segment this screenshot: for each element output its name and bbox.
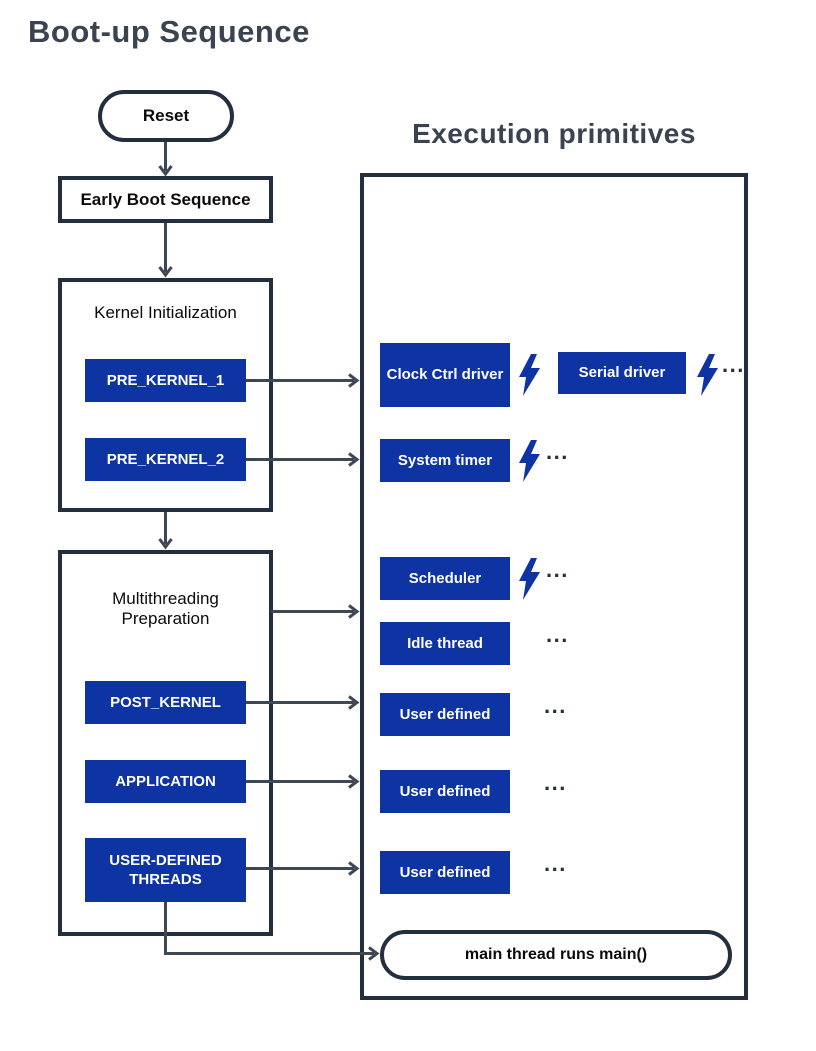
reset-label: Reset [142, 106, 190, 125]
ellipsis-row2: ... [546, 439, 569, 464]
multithreading-label-line1: Multithreading [112, 589, 219, 608]
primitive-idle-thread: Idle thread [380, 622, 510, 665]
early-boot-node: Early Boot Sequence [58, 176, 273, 223]
primitive-user-defined-1: User defined [380, 693, 510, 736]
reset-node: Reset [98, 90, 234, 142]
arrow-reset-to-early-boot [158, 142, 173, 177]
stage-user-defined-threads: USER-DEFINED THREADS [85, 838, 246, 902]
ellipsis-row5: ... [544, 693, 567, 718]
stage-application: APPLICATION [85, 760, 246, 803]
primitive-user-defined-2: User defined [380, 770, 510, 813]
multithreading-label-line2: Preparation [121, 609, 210, 629]
stage-post-kernel: POST_KERNEL [85, 681, 246, 724]
primitive-serial-driver: Serial driver [558, 352, 686, 394]
ellipsis-row3: ... [546, 557, 569, 582]
lightning-bolt-icon [519, 440, 540, 482]
early-boot-label: Early Boot Sequence [80, 189, 251, 209]
ellipsis-row7: ... [544, 851, 567, 876]
arrow-multithreading-to-scheduler [271, 604, 360, 619]
kernel-initialization-label: Kernel Initialization [94, 303, 237, 322]
lightning-bolt-icon [519, 354, 540, 396]
stage-pre-kernel-1: PRE_KERNEL_1 [85, 359, 246, 402]
main-thread-node: main thread runs main() [380, 930, 732, 980]
lightning-bolt-icon [519, 558, 540, 600]
execution-primitives-title: Execution primitives [412, 118, 696, 149]
primitive-clock-ctrl-driver: Clock Ctrl driver [380, 343, 510, 407]
ellipsis-row1: ... [722, 352, 745, 377]
multithreading-preparation-label: Multithreading Preparation [58, 589, 273, 629]
arrow-early-boot-to-kernel [158, 223, 173, 278]
arrow-kernel-to-multithreading [158, 512, 173, 550]
stage-pre-kernel-2: PRE_KERNEL_2 [85, 438, 246, 481]
ellipsis-row6: ... [544, 770, 567, 795]
primitive-system-timer: System timer [380, 439, 510, 482]
primitive-scheduler: Scheduler [380, 557, 510, 600]
main-thread-label: main thread runs main() [464, 946, 648, 963]
page-title: Boot-up Sequence [28, 14, 310, 49]
ellipsis-row4: ... [546, 622, 569, 647]
primitive-user-defined-3: User defined [380, 851, 510, 894]
lightning-bolt-icon [697, 354, 718, 396]
